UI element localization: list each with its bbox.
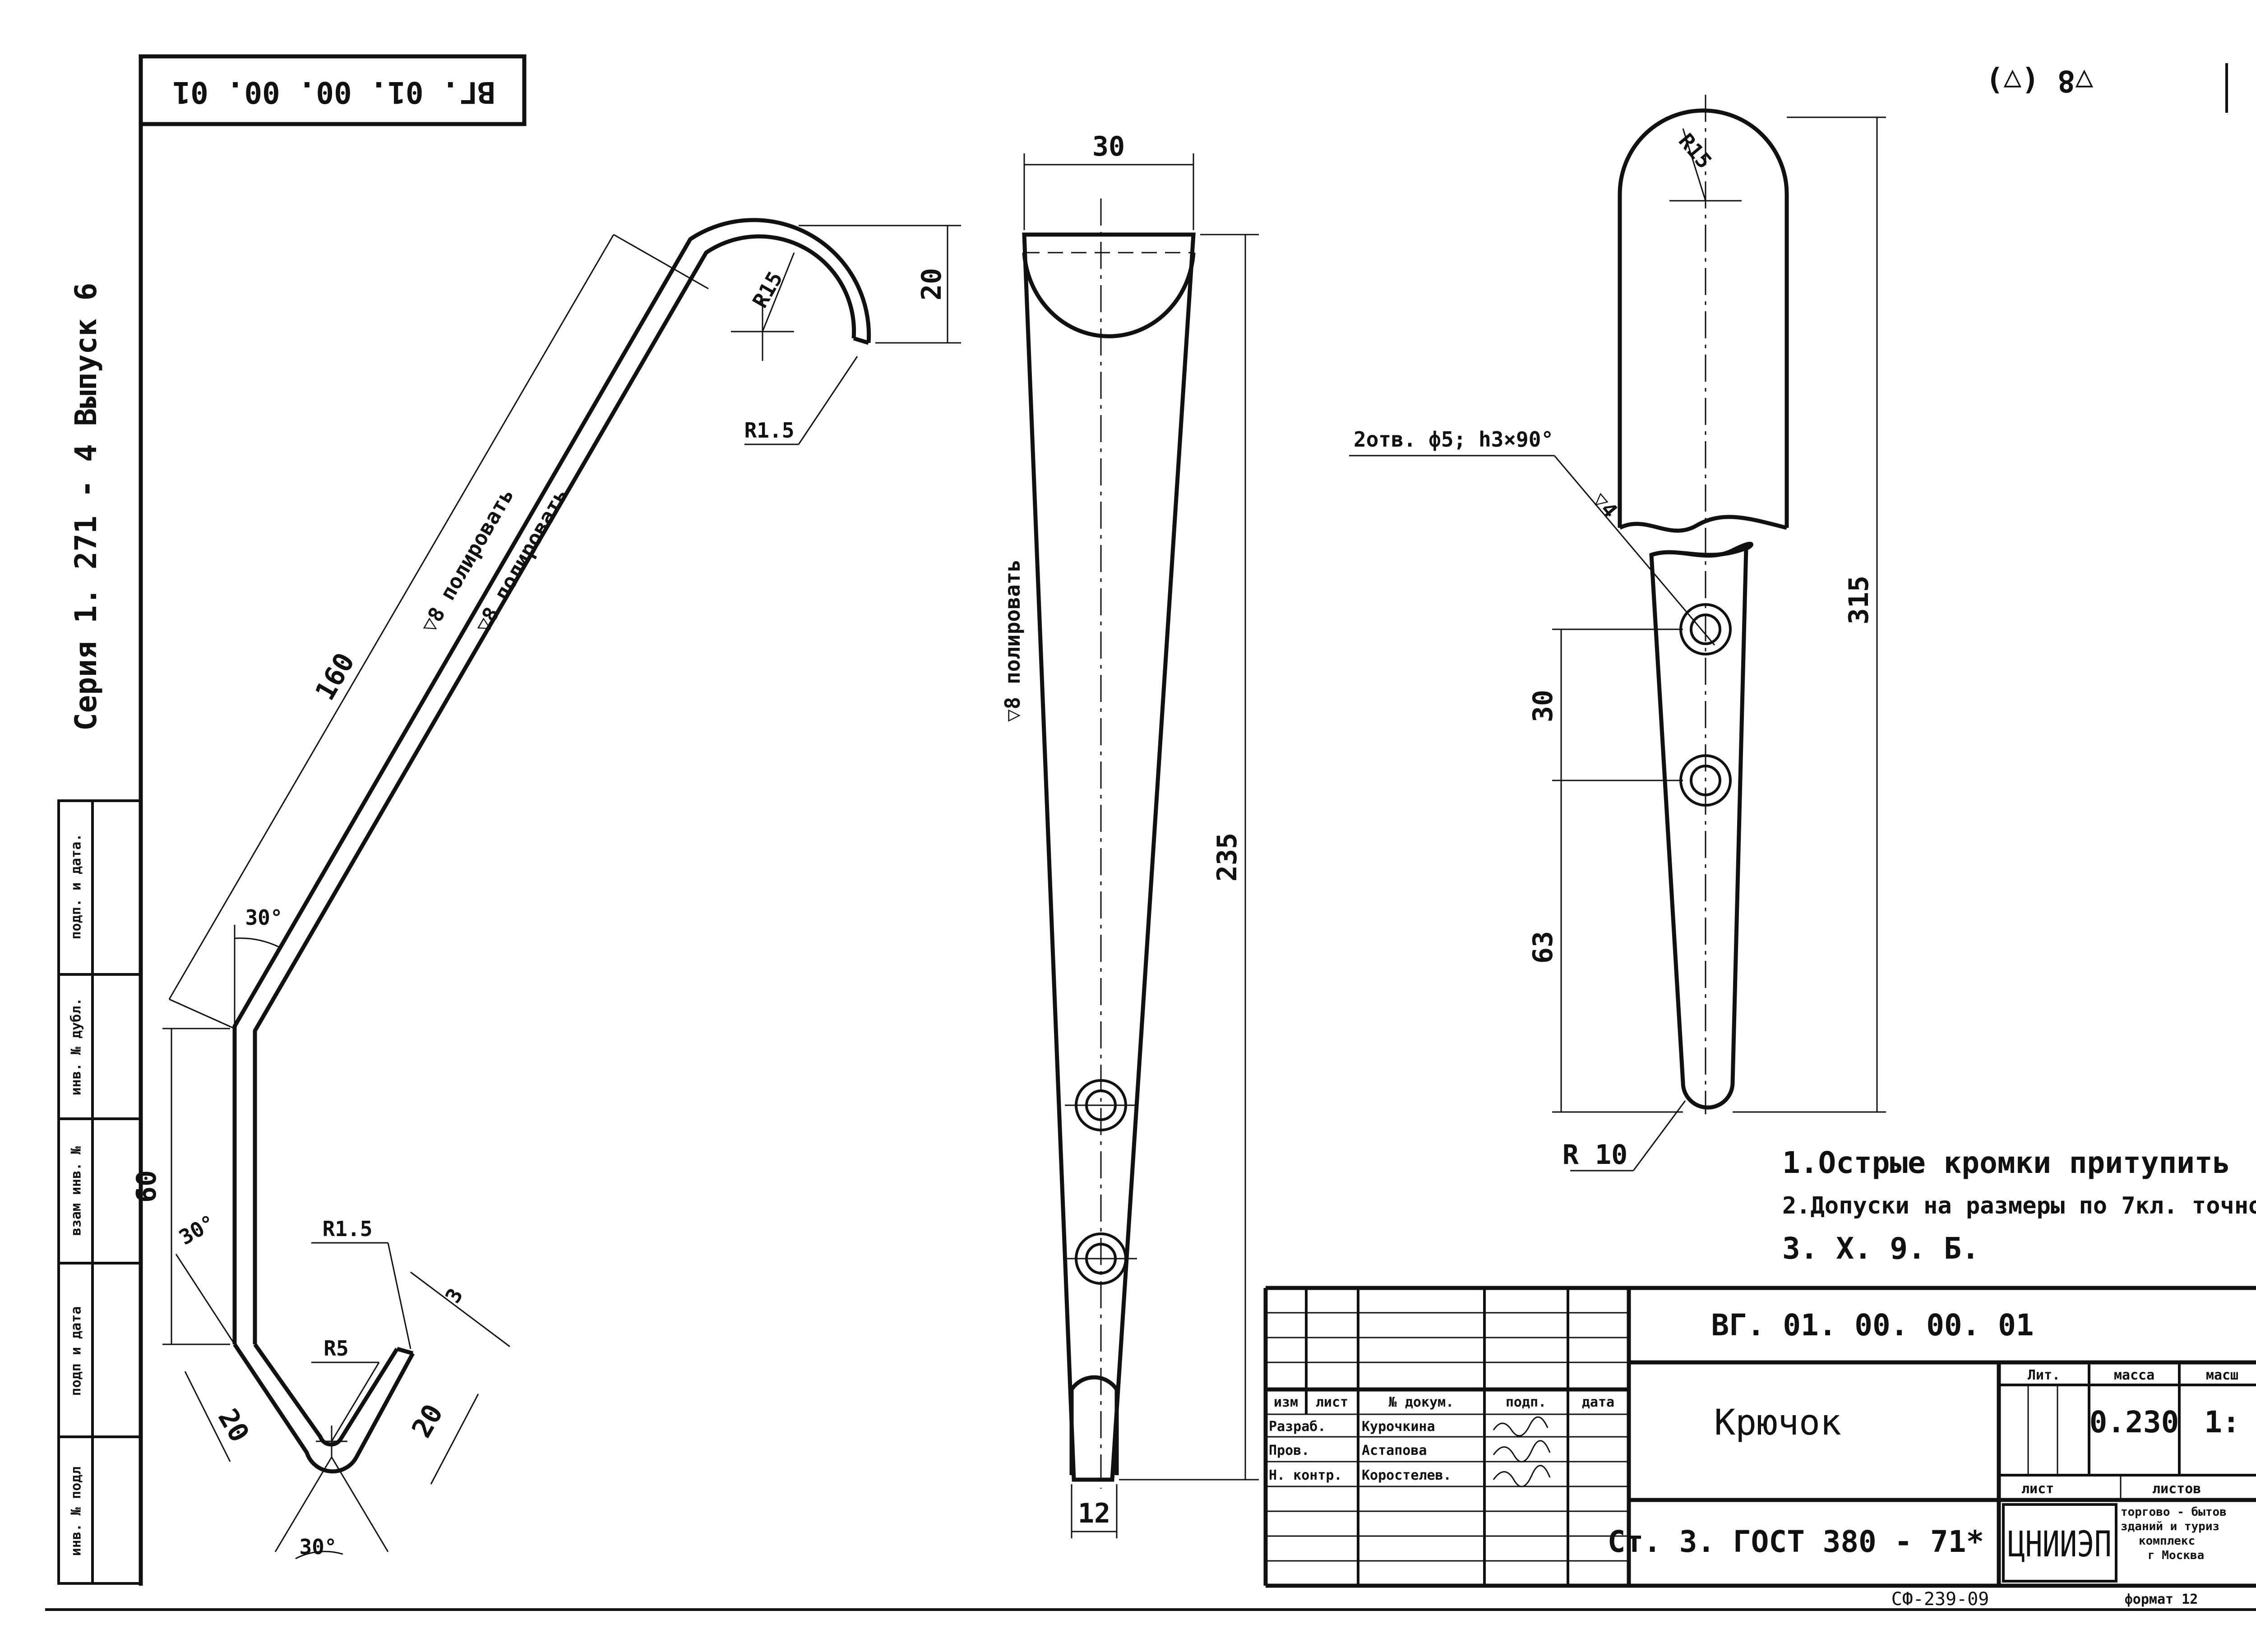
dim-r15-bottom: R1.5 (323, 1217, 373, 1241)
dim-r15-detail: R15 (1674, 129, 1717, 173)
dim-3: 3 (440, 1284, 468, 1307)
angle-30-top: 30° (245, 905, 282, 930)
dim-30-plan: 30 (1092, 131, 1125, 162)
dim-r10: R 10 (1563, 1139, 1628, 1171)
strip-podp-date-1: подп и дата (69, 1306, 84, 1396)
person-nkontr: Коростелев. (1362, 1467, 1452, 1483)
dim-12: 12 (1078, 1498, 1110, 1529)
plan-polish-note: ▽8 полировать (1000, 559, 1025, 722)
dim-20-right: 20 (406, 1399, 449, 1443)
lbl-scale: масш (2206, 1367, 2238, 1383)
dim-r15-profile: R15 (748, 268, 787, 312)
detail-view: 315 30 63 R15 R 10 2отв. ф5; h3×90° ▽4 (1349, 95, 1886, 1172)
detail-lower-outline (1649, 541, 1753, 1110)
dim-160: 160 (309, 648, 361, 706)
angle-30-bottom: 30° (299, 1535, 337, 1559)
signature-1 (1493, 1416, 1549, 1437)
format-label: формат 12 (2125, 1592, 2198, 1607)
dim-r5: R5 (324, 1336, 348, 1361)
notes-block: 1.Острые кромки притупить 2.Допуски на р… (1782, 1145, 2256, 1266)
plan-outline (1022, 232, 1196, 1482)
strip-inv-podl: инв. № подл (69, 1467, 84, 1556)
org-logo: ЦНИИЭП (2008, 1524, 2112, 1565)
dim-235: 235 (1211, 833, 1243, 881)
plan-view: 30 235 12 ▽8 полировать (1000, 131, 1259, 1538)
org-line-3: комплекс (2139, 1534, 2195, 1548)
person-prov: Астапова (1362, 1443, 1427, 1458)
role-prov: Пров. (1269, 1443, 1309, 1458)
lbl-sheets: листов (2152, 1481, 2201, 1497)
stamp-code: ВГ. 01. 00. 00. 01 (172, 75, 495, 110)
dim-30-detail: 30 (1527, 690, 1559, 722)
lbl-lit: Лит. (2028, 1367, 2060, 1383)
profile-view: 160 60 20 20 20 R15 R1.5 R1.5 R5 3 (131, 218, 961, 1560)
series-text: Серия 1. 271 - 4 Выпуск 6 (69, 283, 103, 731)
lbl-mass: масса (2114, 1367, 2154, 1383)
col-izm: изм (1274, 1394, 1298, 1410)
title-block: изм лист № докум. подп. дата Разраб. Кур… (1263, 1286, 2256, 1610)
strip-vzam-inv: взам инв. № (69, 1146, 84, 1236)
hook-outline-inner (253, 234, 856, 1344)
note-1: 1.Острые кромки притупить (1782, 1145, 2230, 1180)
side-strip: инв. № подл подп и дата взам инв. № инв.… (57, 799, 142, 1585)
col-list: лист (1316, 1394, 1348, 1410)
drawing-frame (45, 56, 2256, 1611)
org-line-1: торгово - бытов (2121, 1505, 2227, 1519)
stamp-box: ВГ. 01. 00. 00. 01 (139, 54, 527, 126)
detail-upper-outline (1618, 108, 1789, 528)
hook-bend-inner (253, 1343, 399, 1447)
person-razrab: Курочкина (1362, 1419, 1435, 1435)
note-3: 3. Х. 9. Б. (1782, 1231, 1979, 1266)
hole-note: 2отв. ф5; h3×90° (1354, 427, 1553, 452)
dim-315: 315 (1843, 576, 1875, 624)
col-podp: подп. (1506, 1394, 1546, 1410)
dim-60: 60 (131, 1170, 162, 1203)
dim-r15-top: R1.5 (744, 418, 795, 443)
roughness-mark: ▽4 (1588, 488, 1623, 522)
org-line-2: зданий и туриз (2121, 1520, 2219, 1533)
signature-2 (1493, 1440, 1551, 1463)
strip-inv-dubl: инв. № дубл. (69, 998, 84, 1096)
signature-3 (1493, 1465, 1551, 1487)
col-dokum: № докум. (1389, 1394, 1454, 1410)
role-razrab: Разраб. (1269, 1419, 1326, 1435)
tb-designation: ВГ. 01. 00. 00. 01 (1711, 1308, 2034, 1343)
tb-name: Крючок (1714, 1403, 1841, 1443)
role-nkontr: Н. контр. (1269, 1467, 1342, 1483)
dim-20-left: 20 (212, 1403, 255, 1448)
scale-value: 1: (2204, 1405, 2240, 1440)
hook-outline-outer (232, 218, 871, 1344)
dim-63: 63 (1527, 931, 1559, 964)
hook-bend-outer (233, 1343, 415, 1474)
dim-20-top: 20 (916, 268, 948, 300)
lbl-sheet: лист (2021, 1481, 2054, 1497)
note-2: 2.Допуски на размеры по 7кл. точности (1782, 1192, 2256, 1219)
strip-podp-date-2: подп. и дата. (69, 834, 84, 940)
angle-30-left: 30° (175, 1210, 220, 1250)
org-line-4: г Москва (2148, 1549, 2204, 1562)
tb-material: Ст. 3. ГОСТ 380 - 71* (1608, 1524, 1984, 1559)
footer-code: СФ-239-09 (1891, 1589, 1989, 1610)
mass-value: 0.230 (2090, 1405, 2179, 1440)
col-data: дата (1582, 1394, 1614, 1410)
surface-mark: ▽8 (▽) (1986, 64, 2093, 98)
